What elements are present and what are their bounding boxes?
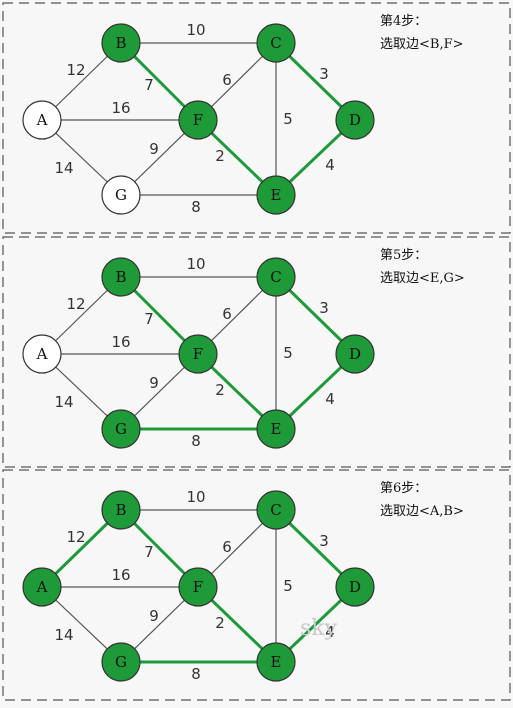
step-description: 选取边<A,B> <box>380 504 464 519</box>
node-label-C: C <box>270 501 281 519</box>
node-G <box>101 642 141 682</box>
edge-weight-G-E: 8 <box>191 432 201 450</box>
edge-weight-B-C: 10 <box>186 21 205 39</box>
node-label-B: B <box>115 501 126 519</box>
edge-weight-B-F: 7 <box>144 76 154 94</box>
edge-weight-A-F: 16 <box>111 333 130 351</box>
edge-weight-F-E: 2 <box>215 381 225 399</box>
edge-weight-G-E: 8 <box>191 665 201 683</box>
node-label-F: F <box>193 578 203 596</box>
edge-weight-D-E: 4 <box>325 623 335 641</box>
node-D <box>335 100 375 140</box>
node-E <box>256 409 296 449</box>
edge-weight-B-F: 7 <box>144 310 154 328</box>
node-F <box>178 334 218 374</box>
node-D <box>335 567 375 607</box>
edge-weight-F-E: 2 <box>215 614 225 632</box>
node-label-G: G <box>115 186 127 204</box>
node-label-G: G <box>115 653 127 671</box>
edge-weight-C-E: 5 <box>283 110 293 128</box>
step-title: 第6步： <box>380 481 427 496</box>
node-C <box>256 257 296 297</box>
node-label-E: E <box>271 420 282 438</box>
edge-weight-D-E: 4 <box>325 156 335 174</box>
node-label-C: C <box>270 34 281 52</box>
edge-weight-C-D: 3 <box>319 65 329 83</box>
node-label-B: B <box>115 34 126 52</box>
edge-weight-B-C: 10 <box>186 488 205 506</box>
node-label-A: A <box>36 345 48 363</box>
edge-weight-C-D: 3 <box>319 532 329 550</box>
node-B <box>101 23 141 63</box>
edge-weight-A-B: 12 <box>66 295 85 313</box>
edge-weight-A-F: 16 <box>111 566 130 584</box>
node-label-C: C <box>270 268 281 286</box>
node-F <box>178 567 218 607</box>
node-E <box>256 175 296 215</box>
edge-weight-A-G: 14 <box>54 393 73 411</box>
step-panel-4: 12 10 16 7 6 3 14 9 2 5 4 8 A B C D E F G 第4步： 选取边<B,F> <box>2 2 511 234</box>
node-label-A: A <box>36 578 48 596</box>
edge-weight-A-B: 12 <box>66 528 85 546</box>
node-B <box>101 490 141 530</box>
edge-weight-G-F: 9 <box>149 374 159 392</box>
edge-weight-C-F: 6 <box>222 71 232 89</box>
node-label-D: D <box>349 578 361 596</box>
node-A <box>22 334 62 374</box>
edge-weight-A-F: 16 <box>111 99 130 117</box>
watermark-text: sky <box>300 616 338 641</box>
edge-weight-C-D: 3 <box>319 299 329 317</box>
node-label-F: F <box>193 111 203 129</box>
edge-weight-G-F: 9 <box>149 607 159 625</box>
node-label-G: G <box>115 420 127 438</box>
step-description: 选取边<B,F> <box>380 37 464 52</box>
step-title: 第4步： <box>380 14 427 29</box>
node-label-B: B <box>115 268 126 286</box>
node-label-E: E <box>271 186 282 204</box>
edge-weight-G-E: 8 <box>191 198 201 216</box>
node-label-D: D <box>349 345 361 363</box>
edge-weight-A-B: 12 <box>66 61 85 79</box>
edge-weight-C-E: 5 <box>283 344 293 362</box>
edge-weight-F-E: 2 <box>215 147 225 165</box>
edge-weight-G-F: 9 <box>149 140 159 158</box>
node-F <box>178 100 218 140</box>
node-D <box>335 334 375 374</box>
node-G <box>101 409 141 449</box>
edge-weight-C-F: 6 <box>222 538 232 556</box>
edge-weight-D-E: 4 <box>325 390 335 408</box>
node-A <box>22 100 62 140</box>
node-E <box>256 642 296 682</box>
edge-weight-B-C: 10 <box>186 255 205 273</box>
node-B <box>101 257 141 297</box>
node-label-A: A <box>36 111 48 129</box>
edge-weight-B-F: 7 <box>144 543 154 561</box>
step-description: 选取边<E,G> <box>380 271 465 286</box>
node-G <box>101 175 141 215</box>
node-A <box>22 567 62 607</box>
step-title: 第5步： <box>380 248 427 263</box>
edge-weight-C-E: 5 <box>283 577 293 595</box>
node-label-E: E <box>271 653 282 671</box>
edge-weight-A-G: 14 <box>54 626 73 644</box>
step-panel-6: 12 10 16 7 6 3 14 9 2 5 4 8 A B C D E F G 第6步： 选取边<A,B> <box>2 469 511 701</box>
node-C <box>256 490 296 530</box>
node-label-D: D <box>349 111 361 129</box>
edge-weight-C-F: 6 <box>222 305 232 323</box>
step-panel-5: 12 10 16 7 6 3 14 9 2 5 4 8 A B C D E F G 第5步： 选取边<E,G> <box>2 236 511 468</box>
edge-weight-A-G: 14 <box>54 159 73 177</box>
node-label-F: F <box>193 345 203 363</box>
node-C <box>256 23 296 63</box>
